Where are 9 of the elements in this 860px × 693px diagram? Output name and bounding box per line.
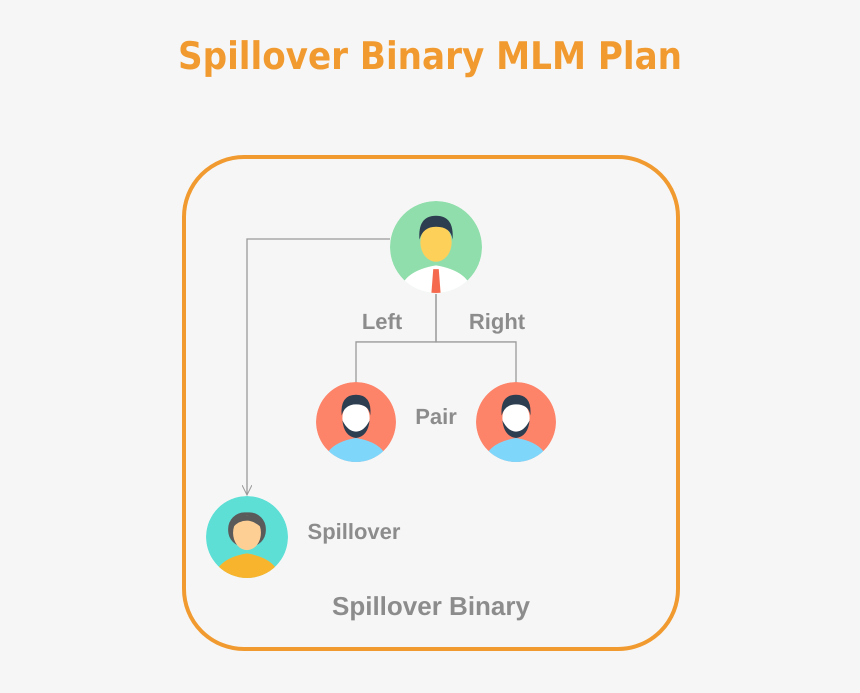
connector-line [435, 294, 517, 382]
branch-label: Left [362, 309, 402, 335]
title: Spillover Binary MLM Plan [176, 34, 684, 78]
rounded-frame [182, 155, 680, 651]
branch-label: Right [468, 309, 526, 335]
arrow [242, 238, 390, 496]
branch-label: Pair [415, 404, 457, 430]
frame-caption: Spillover Binary [331, 591, 531, 622]
node-caption: Spillover [308, 519, 400, 545]
